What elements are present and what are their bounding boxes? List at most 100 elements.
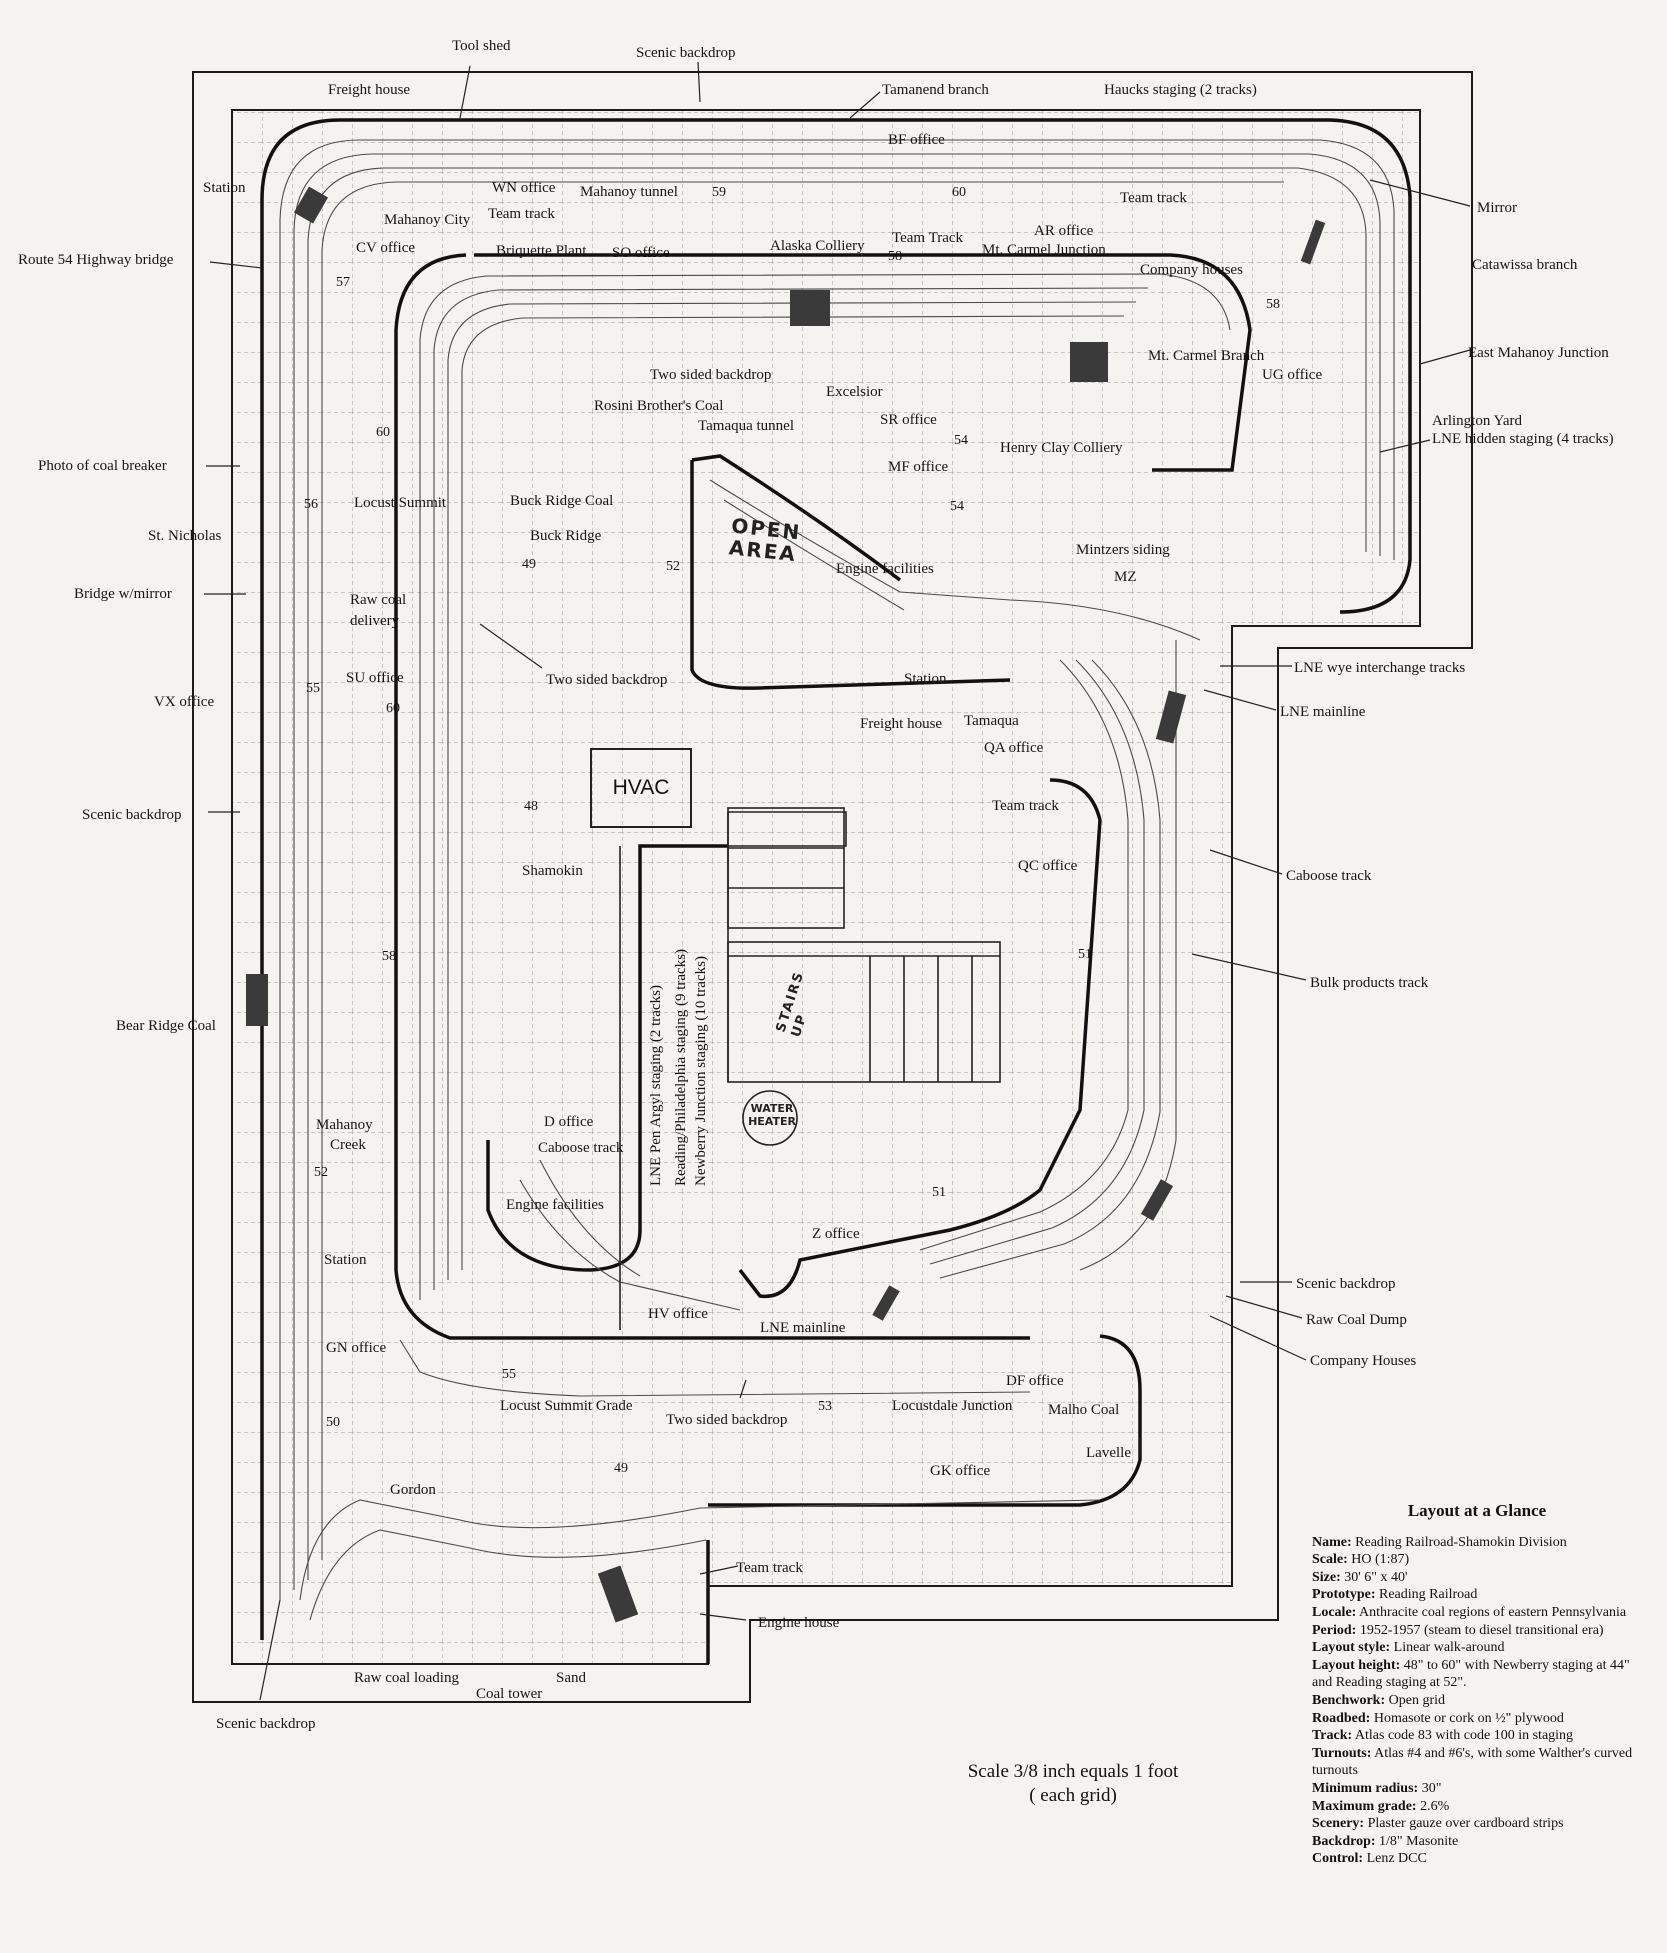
grade-number: 60 [952, 185, 966, 200]
label-briquette-plant: Briquette Plant [496, 243, 587, 259]
grade-number: 52 [314, 1165, 328, 1180]
label-so-office: SO office [612, 245, 670, 261]
glance-value: Atlas #4 and #6's, with some Walther's c… [1312, 1745, 1633, 1779]
scale-line-2: ( each grid) [1029, 1785, 1117, 1806]
glance-title: Layout at a Glance [1407, 1501, 1547, 1520]
glance-key: Minimum radius: [1312, 1780, 1419, 1796]
glance-row: Prototype: Reading Railroad [1312, 1586, 1642, 1604]
label-mf-office: MF office [888, 459, 949, 475]
scale-line-1: Scale 3/8 inch equals 1 foot [967, 1761, 1179, 1782]
label-sr-office: SR office [880, 412, 937, 428]
glance-row: Maximum grade: 2.6% [1312, 1798, 1642, 1816]
grade-number: 57 [336, 275, 350, 290]
glance-value: Reading Railroad-Shamokin Division [1351, 1534, 1567, 1550]
glance-row: Track: Atlas code 83 with code 100 in st… [1312, 1727, 1642, 1745]
label-d-office: D office [544, 1114, 594, 1130]
label-raw-coal-delivery-1: Raw coal [350, 592, 407, 608]
glance-value: Homasote or cork on ½" plywood [1370, 1710, 1564, 1726]
label-mahanoy-city: Mahanoy City [384, 212, 471, 228]
grade-number: 58 [888, 249, 902, 264]
label-station-tamaqua: Station [904, 671, 947, 687]
label-freight-house-center: Freight house [860, 716, 943, 732]
grade-number: 51 [932, 1185, 946, 1200]
label-engine-facilities-center: Engine facilities [506, 1197, 604, 1213]
label-bulk-products-track: Bulk products track [1310, 975, 1429, 991]
glance-key: Scenery: [1312, 1816, 1365, 1832]
glance-value: Lenz DCC [1363, 1851, 1427, 1867]
grade-number: 60 [386, 701, 400, 716]
glance-key: Track: [1312, 1728, 1353, 1744]
glance-value: 1952-1957 (steam to diesel transitional … [1356, 1622, 1604, 1638]
label-scenic-backdrop-left: Scenic backdrop [82, 807, 182, 823]
glance-row: Layout style: Linear walk-around [1312, 1639, 1642, 1657]
label-locustdale-junction: Locustdale Junction [892, 1398, 1013, 1414]
leader-lines [204, 61, 1471, 1701]
glance-value: Reading Railroad [1375, 1587, 1478, 1603]
grade-number: 59 [712, 185, 726, 200]
glance-value: 2.6% [1416, 1798, 1450, 1814]
glance-row: Benchwork: Open grid [1312, 1692, 1642, 1710]
label-lne-hidden-staging: LNE hidden staging (4 tracks) [1432, 431, 1614, 447]
hvac-unit: HVAC [590, 748, 692, 828]
label-malho-coal: Malho Coal [1048, 1402, 1120, 1418]
label-tamaqua: Tamaqua [964, 713, 1019, 729]
label-lne-wye-interchange: LNE wye interchange tracks [1294, 660, 1466, 676]
label-arlington-yard: Arlington Yard [1432, 413, 1523, 429]
glance-value: 48" to 60" with Newberry staging at 44" … [1312, 1657, 1630, 1691]
glance-value: Plaster gauze over cardboard strips [1364, 1816, 1564, 1832]
label-haucks-staging: Haucks staging (2 tracks) [1104, 82, 1257, 98]
label-station-top: Station [203, 180, 246, 196]
label-scenic-backdrop-right: Scenic backdrop [1296, 1276, 1396, 1292]
glance-rows: Name: Reading Railroad-Shamokin Division… [1312, 1534, 1642, 1868]
scale-note: Scale 3/8 inch equals 1 foot ( each grid… [928, 1760, 1218, 1808]
label-mahanoy-creek-1: Mahanoy [316, 1117, 373, 1133]
grade-number: 58 [1266, 297, 1280, 312]
grade-number: 60 [376, 425, 390, 440]
label-alaska-colliery: Alaska Colliery [770, 238, 865, 254]
label-gordon: Gordon [390, 1482, 436, 1498]
label-cv-office: CV office [356, 240, 416, 256]
layout-at-a-glance: Layout at a Glance Name: Reading Railroa… [1312, 1502, 1642, 1868]
backdrop-lines [260, 118, 1412, 1664]
glance-value: 30" [1418, 1780, 1442, 1796]
grade-number: 49 [614, 1461, 628, 1476]
label-gk-office: GK office [930, 1463, 991, 1479]
grade-number: 50 [326, 1415, 340, 1430]
label-coal-tower: Coal tower [476, 1686, 543, 1702]
structures [246, 186, 1326, 1623]
label-z-office: Z office [812, 1226, 860, 1242]
glance-key: Backdrop: [1312, 1833, 1376, 1849]
label-freight-house-top: Freight house [328, 82, 411, 98]
layout-area [231, 109, 1421, 1665]
glance-key: Scale: [1312, 1552, 1348, 1568]
glance-key: Layout style: [1312, 1640, 1391, 1656]
label-team-track-center: Team Track [892, 230, 964, 246]
label-team-track-mc: Team track [488, 206, 555, 222]
glance-key: Turnouts: [1312, 1745, 1372, 1761]
glance-key: Layout height: [1312, 1657, 1401, 1673]
philadelphia-staging-label: Reading/Philadelphia staging (9 tracks) [673, 948, 689, 1186]
grade-number: 48 [524, 799, 538, 814]
label-lavelle: Lavelle [1086, 1445, 1131, 1461]
glance-value: Open grid [1385, 1692, 1446, 1708]
label-tool-shed: Tool shed [452, 38, 511, 54]
label-tamanend-branch: Tamanend branch [882, 82, 989, 98]
label-company-houses-top: Company houses [1140, 262, 1243, 278]
label-locust-summit-grade: Locust Summit Grade [500, 1398, 633, 1414]
glance-key: Maximum grade: [1312, 1798, 1417, 1814]
glance-key: Period: [1312, 1622, 1357, 1638]
glance-row: Backdrop: 1/8" Masonite [1312, 1833, 1642, 1851]
label-su-office: SU office [346, 670, 404, 686]
glance-row: Size: 30' 6" x 40' [1312, 1569, 1642, 1587]
label-locust-summit: Locust Summit [354, 495, 447, 511]
glance-row: Locale: Anthracite coal regions of easte… [1312, 1604, 1642, 1622]
label-tamaqua-tunnel: Tamaqua tunnel [698, 418, 794, 434]
label-raw-coal-loading: Raw coal loading [354, 1670, 459, 1686]
label-lne-mainline-right: LNE mainline [1280, 704, 1366, 720]
label-rosini-coal: Rosini Brother's Coal [594, 398, 724, 414]
grade-number: 51 [1078, 947, 1092, 962]
grade-number: 58 [382, 949, 396, 964]
label-station-left: Station [324, 1252, 367, 1268]
label-team-track-bottom: Team track [736, 1560, 803, 1576]
label-bear-ridge-coal: Bear Ridge Coal [116, 1018, 216, 1034]
